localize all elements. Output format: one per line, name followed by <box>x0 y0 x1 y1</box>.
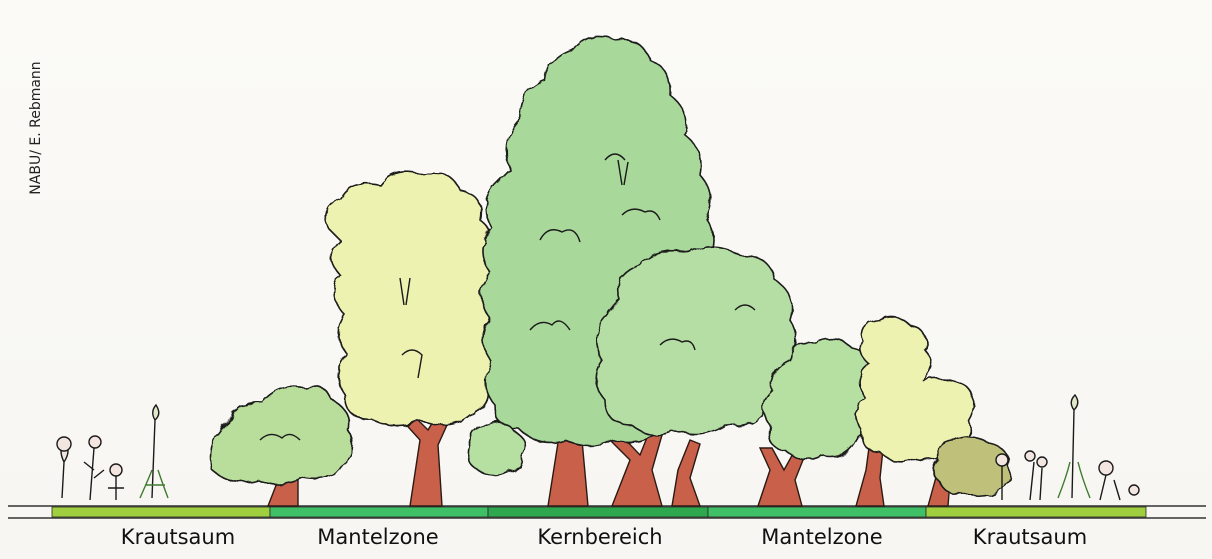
zone-bar-krautsaum-left <box>52 507 270 517</box>
zone-label-krautsaum-right: Krautsaum <box>973 525 1087 549</box>
zone-bar-mantelzone-left <box>270 507 488 517</box>
zone-bar-krautsaum-right <box>926 507 1146 517</box>
left-shrub <box>210 387 352 485</box>
zone-bar-mantelzone-right <box>708 507 926 517</box>
zone-bars <box>52 507 1146 517</box>
olive-bush <box>933 437 1010 496</box>
yellow-tall-tree <box>326 172 497 426</box>
herbs-left <box>57 405 168 500</box>
foliage <box>210 36 1010 496</box>
zone-label-krautsaum-left: Krautsaum <box>121 525 235 549</box>
zone-label-kernbereich: Kernbereich <box>537 525 662 549</box>
zone-label-mantelzone-left: Mantelzone <box>317 525 438 549</box>
herbs-right <box>996 395 1139 500</box>
zone-label-mantelzone-right: Mantelzone <box>761 525 882 549</box>
illustration-credit: NABU/ E. Rebmann <box>28 61 44 194</box>
zone-bar-kernbereich <box>488 507 708 517</box>
